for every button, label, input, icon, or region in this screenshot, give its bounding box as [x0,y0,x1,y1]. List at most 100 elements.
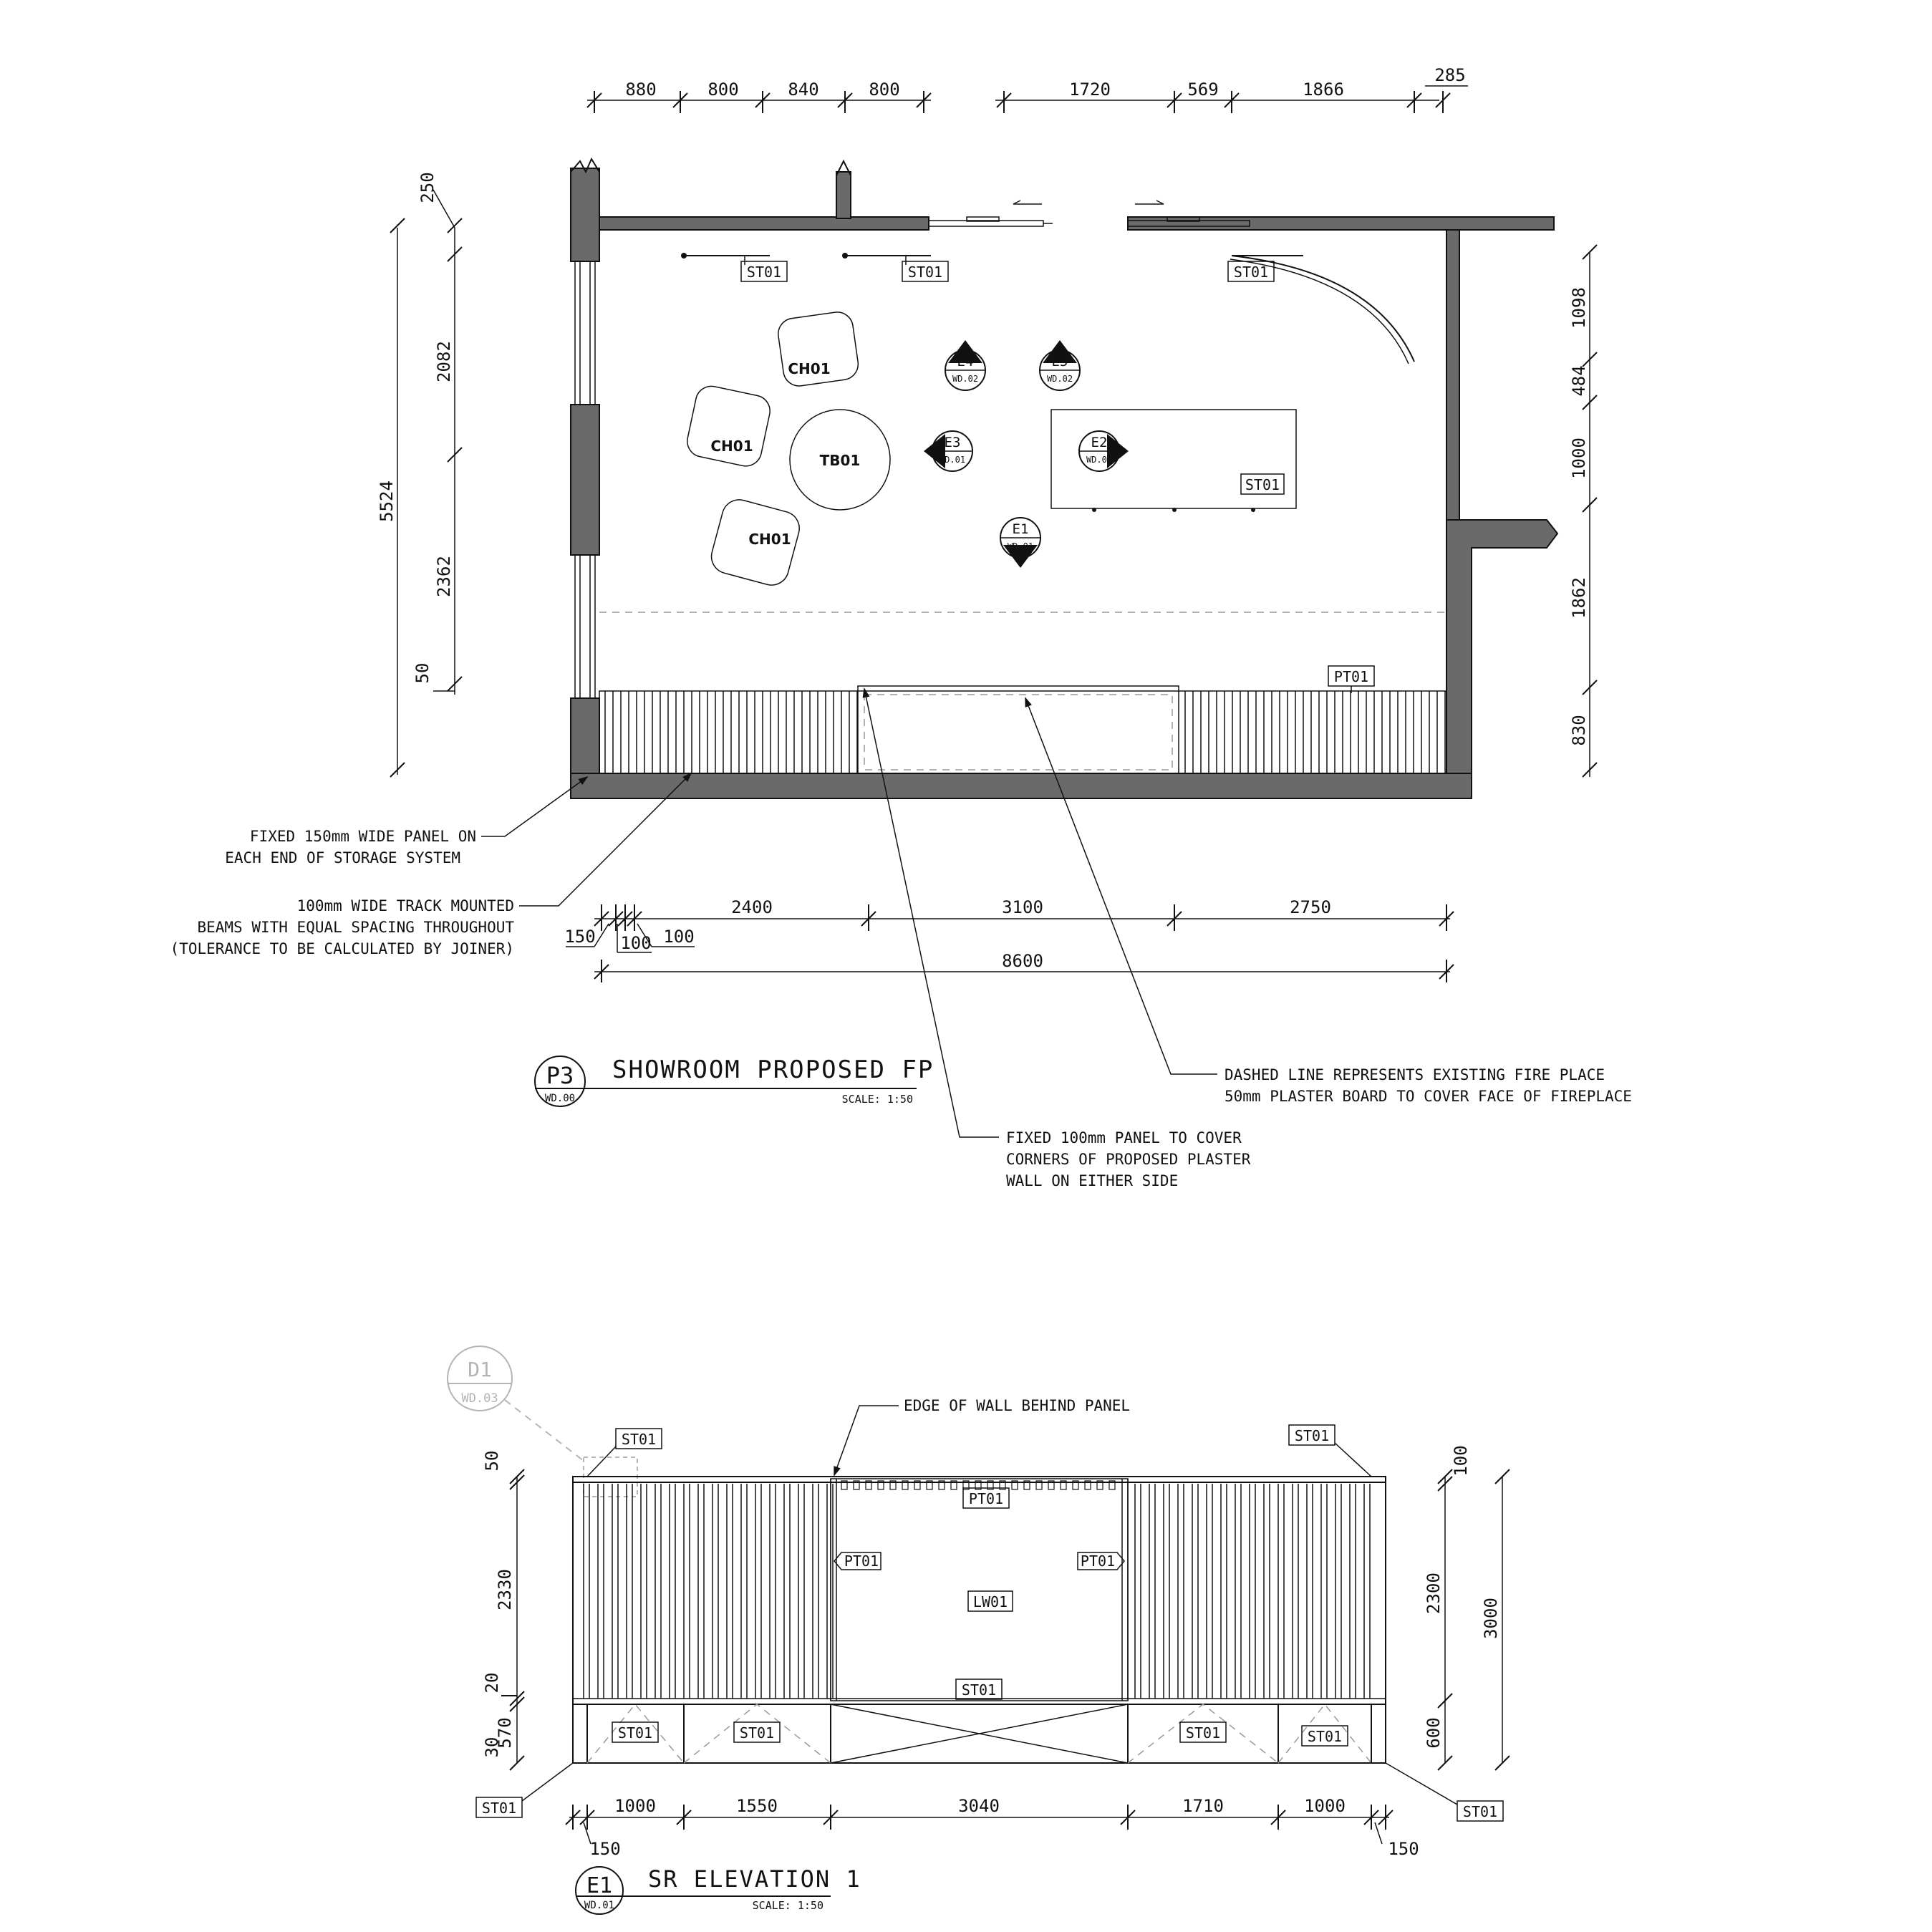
dim-bottom-100b: 100 [663,927,694,947]
dim-right-1000: 1000 [1569,438,1589,479]
elev-tag-st01-2: ST01 [740,1724,774,1742]
marker-e4: E4 WD.02 [945,340,986,391]
dim-top-1720: 1720 [1069,79,1111,100]
elevation-view: D1 WD.03 [447,1346,1510,1915]
svg-text:WD.02: WD.02 [952,374,978,384]
svg-text:D1: D1 [468,1358,492,1381]
elevation-bottom-dims: 1000 1550 3040 1710 1000 150 150 [565,1796,1419,1859]
dim-bottom-8600: 8600 [1002,951,1043,971]
elevation-base-cabinets [586,1703,1372,1764]
slat-cap [987,1480,994,1490]
slat-cap [853,1480,860,1490]
elevation-ref-code: E1 [586,1873,612,1898]
dim-left-2362: 2362 [434,556,454,597]
top-dimension-chain: 880 800 840 800 1720 569 1866 285 [586,65,1468,113]
plan-title-block: P3 WD.00 SHOWROOM PROPOSED FP SCALE: 1:5… [534,1056,932,1107]
dim-top-800b: 800 [869,79,899,100]
dim-left-2082: 2082 [434,341,454,382]
slat-cap [975,1480,982,1490]
elev-tag-st01-3: ST01 [1186,1724,1220,1742]
marker-e5: E5 WD.02 [1039,340,1081,391]
slat-cap [889,1480,897,1490]
elev-dim-bottom-1000a: 1000 [614,1796,656,1816]
dim-top-880: 880 [625,79,656,100]
elev-dim-right-600: 600 [1424,1717,1444,1748]
plan-walls [570,157,1559,799]
tag-st01-1: ST01 [747,264,781,281]
elev-tag-pt01-top: PT01 [969,1490,1003,1507]
dim-top-800: 800 [707,79,738,100]
elev-dim-left-20: 20 [482,1673,502,1694]
floor-plan: 880 800 840 800 1720 569 1866 285 [170,65,1632,1189]
note-fireplace-1: DASHED LINE REPRESENTS EXISTING FIRE PLA… [1225,1066,1605,1083]
bottom-dimension-chain: 150 100 100 2400 3100 2750 8600 [564,897,1454,982]
elev-dim-bottom-150-right: 150 [1388,1839,1419,1859]
dim-right-484: 484 [1569,365,1589,396]
elev-tag-st01-1: ST01 [618,1724,652,1742]
svg-text:E1: E1 [1013,521,1029,537]
elev-tag-st01-top-left: ST01 [622,1431,656,1448]
elevation-outline [572,1476,1386,1764]
dim-top-1866: 1866 [1303,79,1344,100]
note-fireplace-2: 50mm PLASTER BOARD TO COVER FACE OF FIRE… [1225,1088,1632,1105]
dim-left-total: 5524 [377,480,397,522]
elev-tag-lw01: LW01 [973,1593,1008,1610]
svg-text:E5: E5 [1052,354,1068,370]
elev-dim-bottom-150-left: 150 [589,1839,620,1859]
dim-bottom-150: 150 [564,927,595,947]
svg-text:WD.01: WD.01 [1008,541,1033,551]
slat-cap [1023,1480,1030,1490]
note-corner-3: WALL ON EITHER SIDE [1006,1172,1178,1189]
elevation-markers: E4 WD.02 E5 WD.02 E3 WD.01 [924,340,1129,568]
slat-cap [1048,1480,1055,1490]
slat-cap [926,1480,933,1490]
dim-right-830: 830 [1569,715,1589,745]
svg-text:E4: E4 [957,354,974,370]
dim-right-1862: 1862 [1569,577,1589,619]
svg-text:WD.03: WD.03 [461,1391,498,1406]
dim-bottom-100a: 100 [620,933,651,953]
elev-tag-st01-bottom-left: ST01 [482,1800,516,1817]
slat-cap [950,1480,957,1490]
dim-left-250: 250 [417,172,438,203]
svg-text:WD.02: WD.02 [1047,374,1073,384]
elevation-right-dims: 100 2300 600 3000 [1424,1445,1510,1771]
svg-text:E3: E3 [945,435,961,450]
elevation-tags: ST01 ST01 ST01 ST01 ST01 PT01 PT01 PT01 … [475,1424,1504,1822]
elev-tag-st01-bottom-right: ST01 [1463,1803,1497,1820]
plan-ref-sheet: WD.00 [545,1093,575,1104]
slat-cap [1096,1480,1103,1490]
left-dimension-chain: 5524 250 2082 2362 50 [377,172,463,778]
tag-st01-3: ST01 [1234,264,1268,281]
elev-dim-right-100: 100 [1451,1445,1471,1476]
slat-cap [841,1480,848,1490]
svg-text:WD.01: WD.01 [1086,455,1112,465]
dim-bottom-2400: 2400 [731,897,773,917]
elev-dim-left-50: 50 [482,1451,502,1472]
note-corner-2: CORNERS OF PROPOSED PLASTER [1006,1151,1251,1168]
elev-dim-bottom-3040: 3040 [958,1796,1000,1816]
dim-bottom-2750: 2750 [1290,897,1331,917]
slat-cap [914,1480,921,1490]
elevation-scale: SCALE: 1:50 [753,1899,823,1912]
slat-cap [999,1480,1006,1490]
elev-dim-left-2330: 2330 [495,1569,515,1610]
furniture: CH01 CH01 CH01 TB01 ST01 [687,311,1297,586]
slat-cap [1084,1480,1091,1490]
elevation-left-dims: 50 2330 20 570 30 [482,1451,525,1771]
chair-ch01-c: CH01 [748,531,791,548]
elev-dim-right-2300: 2300 [1424,1573,1444,1614]
elevation-slats [583,1480,1371,1699]
dim-top-569: 569 [1187,79,1218,100]
wall-shelves [681,253,1415,364]
tag-st01-table: ST01 [1245,476,1280,493]
marker-e1: E1 WD.01 [1000,517,1041,568]
slat-cap [1035,1480,1043,1490]
elev-tag-st01-top-right: ST01 [1295,1427,1329,1444]
dim-bottom-3100: 3100 [1002,897,1043,917]
marker-e2: E2 WD.01 [1078,430,1129,472]
note-fixed-panel-2: EACH END OF STORAGE SYSTEM [225,849,460,866]
st01-tags-plan: ST01 ST01 ST01 [740,261,1275,282]
dim-top-285: 285 [1434,65,1465,85]
